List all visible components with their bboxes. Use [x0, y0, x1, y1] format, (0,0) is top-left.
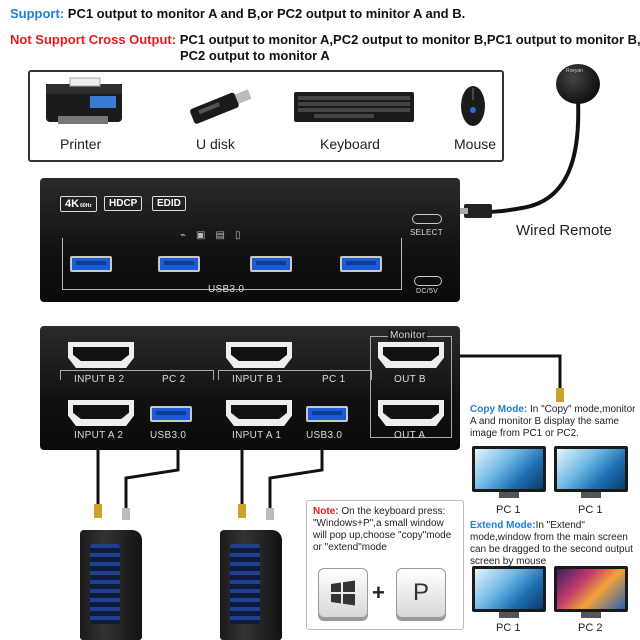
p-key: P	[396, 568, 446, 618]
port-icons-row: ⌁▣▤▯	[180, 230, 250, 241]
front-usb-port-4[interactable]	[340, 256, 382, 272]
label-input-a1: INPUT A 1	[232, 430, 282, 441]
support-text: PC1 output to monitor A and B,or PC2 out…	[64, 6, 466, 21]
support-line: Support: PC1 output to monitor A and B,o…	[10, 6, 465, 21]
select-label: SELECT	[410, 228, 443, 237]
peripherals-box: Printer U disk Keyboard Mouse	[28, 70, 504, 162]
badge-edid: EDID	[152, 196, 186, 211]
extend-mode-label: Extend Mode:	[470, 520, 536, 531]
label-pc2: PC 2	[162, 374, 186, 385]
badge-hdcp: HDCP	[104, 196, 143, 211]
remote-cable	[460, 99, 581, 218]
select-port[interactable]	[412, 214, 442, 224]
peripheral-label-mouse: Mouse	[454, 136, 497, 152]
hdmi-input-b1[interactable]	[226, 342, 292, 368]
out-cable	[460, 354, 564, 402]
label-input-b2: INPUT B 2	[74, 374, 125, 385]
pc2-bracket	[60, 370, 214, 380]
not-support-block: Not Support Cross Output: PC1 output to …	[10, 32, 640, 66]
peripheral-label-udisk: U disk	[196, 136, 235, 152]
label-out-a: OUT A	[394, 430, 426, 441]
extend-monitor-right	[554, 566, 628, 612]
extend-monitor-left	[472, 566, 546, 612]
copy-monitor-right	[554, 446, 628, 492]
usb-stick-icon	[190, 89, 252, 124]
front-usb-port-3[interactable]	[250, 256, 292, 272]
label-usb-pc1: USB3.0	[306, 430, 343, 441]
hdmi-input-b2[interactable]	[68, 342, 134, 368]
pc-tower-2	[80, 530, 142, 640]
copy-mode-label: Copy Mode:	[470, 404, 528, 415]
label-input-a2: INPUT A 2	[74, 430, 124, 441]
extend-mode-desc: In "Extend" mode,window from the main sc…	[470, 520, 633, 567]
not-support-text-line2: PC2 output to monitor A	[180, 48, 330, 63]
pc-tower-1	[220, 530, 282, 640]
not-support-text-line1: PC1 output to monitor A,PC2 output to mo…	[176, 32, 640, 47]
printer-small-icon: ▣	[196, 230, 216, 241]
not-support-label: Not Support Cross Output:	[10, 32, 177, 47]
copy-pc-right-label: PC 1	[578, 504, 603, 516]
back-usb-port-pc2[interactable]	[150, 406, 192, 422]
front-usb-label: USB3.0	[208, 284, 245, 295]
keyboard-icon	[294, 92, 414, 122]
plus-sign: +	[372, 580, 385, 605]
peripheral-label-keyboard: Keyboard	[320, 136, 380, 152]
support-label: Support:	[10, 6, 65, 21]
windows-logo-icon	[331, 580, 355, 606]
dc-port[interactable]	[414, 276, 442, 286]
remote-logo: Rxeyan	[566, 68, 583, 74]
note-text: On the keyboard press: "Windows+P",a sma…	[313, 506, 452, 553]
mouse-icon	[461, 86, 485, 126]
wired-remote-button[interactable]	[556, 64, 600, 104]
extend-monitor-right-stand	[581, 612, 601, 618]
label-monitor: Monitor	[388, 330, 428, 341]
copy-mode-desc: In "Copy" mode,monitor A and monitor B d…	[470, 404, 636, 439]
mouse-small-icon: ▯	[234, 230, 251, 241]
pc-cables	[94, 450, 324, 520]
kvm-back-panel: INPUT B 2 PC 2 INPUT A 2 USB3.0 INPUT B …	[40, 326, 460, 450]
copy-pc-left-label: PC 1	[496, 504, 521, 516]
copy-monitor-left	[472, 446, 546, 492]
label-pc1: PC 1	[322, 374, 346, 385]
copy-monitor-left-stand	[499, 492, 519, 498]
extend-pc-right-label: PC 2	[578, 622, 603, 634]
back-usb-port-pc1[interactable]	[306, 406, 348, 422]
hdmi-input-a1[interactable]	[226, 400, 292, 426]
note-label: Note:	[313, 506, 339, 517]
front-usb-port-2[interactable]	[158, 256, 200, 272]
pc1-bracket	[218, 370, 372, 380]
usb-cable-icon: ⌁	[180, 230, 197, 241]
label-input-b1: INPUT B 1	[232, 374, 283, 385]
hdmi-out-a[interactable]	[378, 400, 444, 426]
hdmi-out-b[interactable]	[378, 342, 444, 368]
extend-mode-text: Extend Mode:In "Extend" mode,window from…	[470, 520, 636, 568]
label-out-b: OUT B	[394, 374, 426, 385]
remote-label: Wired Remote	[516, 222, 612, 239]
extend-pc-left-label: PC 1	[496, 622, 521, 634]
copy-mode-text: Copy Mode: In "Copy" mode,monitor A and …	[470, 404, 636, 440]
label-usb-pc2: USB3.0	[150, 430, 187, 441]
keyboard-small-icon: ▤	[215, 230, 235, 241]
copy-monitor-right-stand	[581, 492, 601, 498]
windows-key	[318, 568, 368, 618]
front-usb-port-1[interactable]	[70, 256, 112, 272]
peripheral-label-printer: Printer	[60, 136, 102, 152]
printer-icon	[46, 77, 122, 124]
badge-4k-text: 4K	[65, 198, 80, 210]
badge-4k-sub: 60Hz	[80, 203, 92, 209]
hdmi-input-a2[interactable]	[68, 400, 134, 426]
kvm-front-panel: 4K60Hz HDCP EDID ⌁▣▤▯ USB3.0 SELECT DC/5…	[40, 178, 460, 302]
usb-bracket	[62, 238, 402, 290]
dc-label: DC/5V	[416, 288, 439, 295]
badge-4k: 4K60Hz	[60, 196, 97, 212]
extend-monitor-left-stand	[499, 612, 519, 618]
